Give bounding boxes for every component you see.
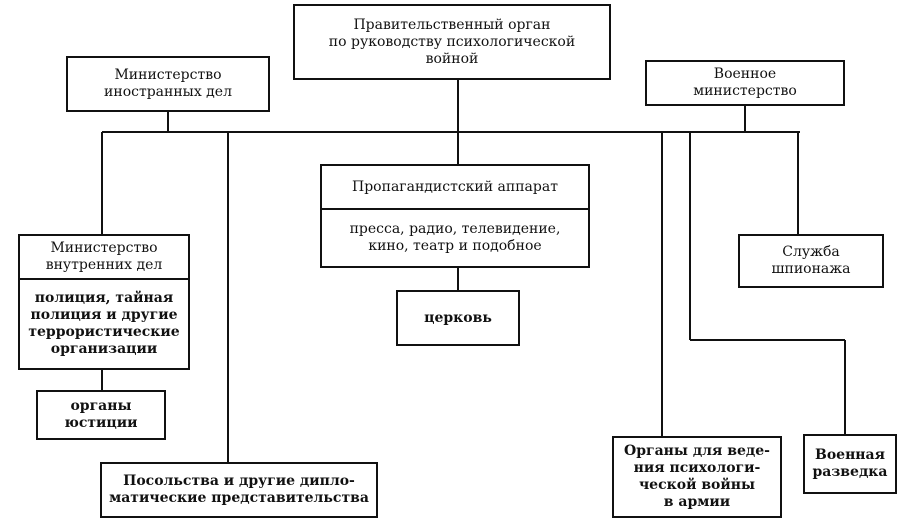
government-body-box: Правительственный орган по руководству п… <box>293 4 611 80</box>
embassies-label: Посольства и другие дипло- матические пр… <box>109 473 369 506</box>
propaganda-content: пресса, радио, телевидение, кино, театр … <box>349 221 561 254</box>
war-ministry-box: Военное министерство <box>645 60 845 106</box>
foreign-ministry-box: Министерство иностранных дел <box>66 56 270 112</box>
justice-label: органы юстиции <box>64 398 138 431</box>
justice-box: органы юстиции <box>36 390 166 440</box>
military-intelligence-label: Военная разведка <box>812 447 888 480</box>
interior-ministry-box: Министерство внутренних дел полиция, тай… <box>18 234 190 370</box>
espionage-label: Служба шпионажа <box>771 244 851 277</box>
foreign-ministry-label: Министерство иностранных дел <box>104 67 232 100</box>
embassies-box: Посольства и другие дипло- матические пр… <box>100 462 378 518</box>
espionage-box: Служба шпионажа <box>738 234 884 288</box>
army-psywar-label: Органы для веде- ния психологи- ческой в… <box>624 443 770 510</box>
church-box: церковь <box>396 290 520 346</box>
military-intelligence-box: Военная разведка <box>803 434 897 494</box>
interior-ministry-content: полиция, тайная полиция и другие террори… <box>28 290 180 357</box>
church-label: церковь <box>424 309 492 326</box>
army-psywar-box: Органы для веде- ния психологи- ческой в… <box>612 436 782 518</box>
propaganda-box: Пропагандистский аппарат пресса, радио, … <box>320 164 590 268</box>
government-body-label: Правительственный орган по руководству п… <box>328 16 576 67</box>
interior-ministry-title: Министерство внутренних дел <box>20 236 188 280</box>
propaganda-title: Пропагандистский аппарат <box>322 166 588 210</box>
war-ministry-label: Военное министерство <box>693 66 797 99</box>
